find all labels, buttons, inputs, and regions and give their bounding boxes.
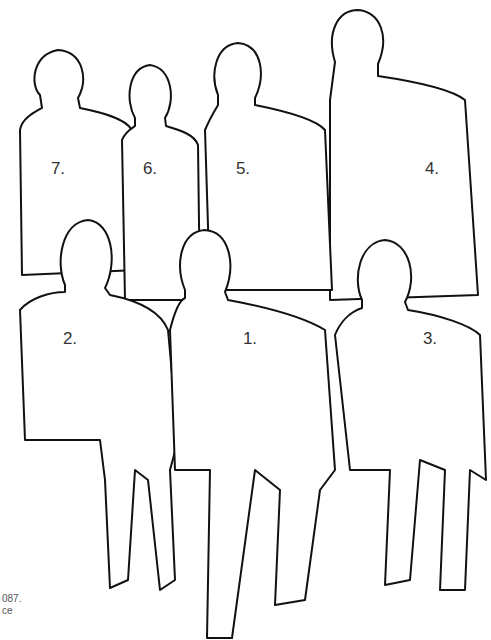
source-note: ce	[2, 606, 13, 616]
callout-number: 6.	[143, 160, 157, 177]
person-silhouette	[335, 240, 486, 590]
callout-number: 7.	[51, 160, 65, 177]
callout-number: 1.	[243, 330, 257, 347]
callout-number: 4.	[425, 160, 439, 177]
callout-number: 3.	[423, 330, 437, 347]
person-silhouette	[20, 220, 178, 590]
person-silhouette	[170, 230, 335, 638]
callout-number: 2.	[63, 330, 77, 347]
callout-number: 5.	[236, 160, 250, 177]
source-note: 087.	[2, 594, 21, 604]
